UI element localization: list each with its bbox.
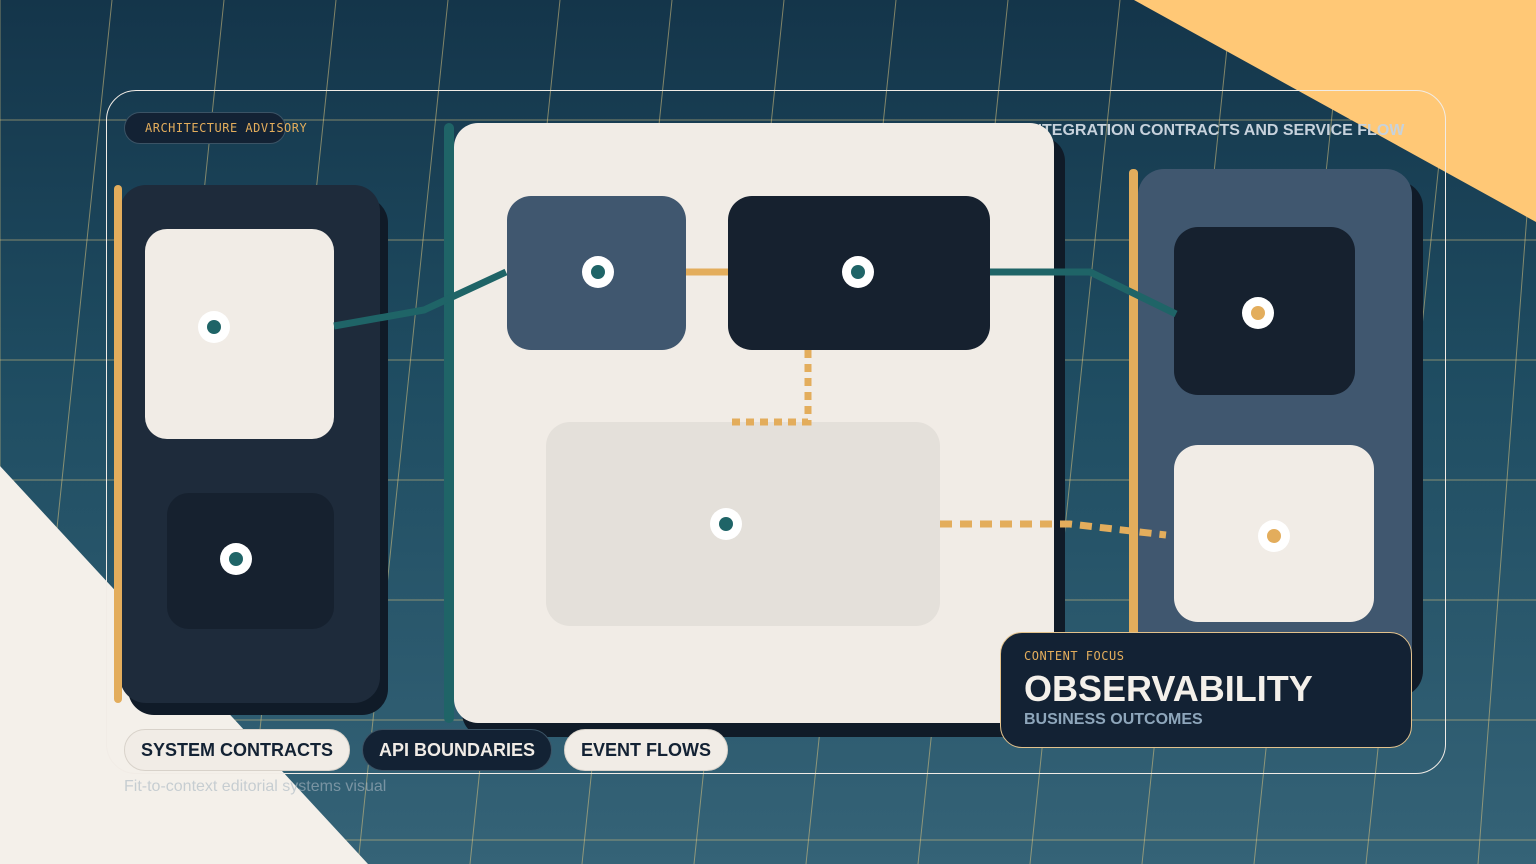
downstream-service-port-icon[interactable] bbox=[1242, 297, 1274, 329]
gateway-port-icon[interactable] bbox=[582, 256, 614, 288]
chip-api-boundaries[interactable]: API BOUNDARIES bbox=[362, 729, 552, 771]
connector-service-downstream bbox=[990, 268, 1178, 318]
headline: INTEGRATION CONTRACTS AND SERVICE FLOW bbox=[1026, 122, 1405, 139]
event-bus-port-icon[interactable] bbox=[710, 508, 742, 540]
client-port-icon[interactable] bbox=[198, 311, 230, 343]
connector-service-bus bbox=[732, 350, 812, 426]
client-store-port-icon[interactable] bbox=[220, 543, 252, 575]
connector-bus-consumer bbox=[940, 520, 1167, 539]
chip-event-flows[interactable]: EVENT FLOWS bbox=[564, 729, 728, 771]
service-port-icon[interactable] bbox=[842, 256, 874, 288]
corner-accent-top-right bbox=[1134, 0, 1536, 222]
client-node[interactable] bbox=[145, 229, 334, 439]
center-panel-accent-bar bbox=[444, 123, 454, 723]
downstream-consumer-port-icon[interactable] bbox=[1258, 520, 1290, 552]
event-bus-node[interactable] bbox=[546, 422, 940, 626]
left-panel-accent-bar bbox=[114, 185, 122, 703]
eyebrow-badge: ARCHITECTURE ADVISORY bbox=[124, 112, 307, 144]
callout-title: OBSERVABILITY bbox=[1024, 668, 1313, 709]
right-panel-accent-bar bbox=[1129, 169, 1138, 689]
focus-callout: CONTENT FOCUS OBSERVABILITY BUSINESS OUT… bbox=[1000, 632, 1412, 748]
callout-label: CONTENT FOCUS bbox=[1024, 649, 1125, 663]
callout-subtitle: BUSINESS OUTCOMES bbox=[1024, 711, 1203, 728]
outer-frame bbox=[106, 90, 1446, 774]
footnote: Fit-to-context editorial systems visual bbox=[124, 778, 387, 795]
chip-system-contracts[interactable]: SYSTEM CONTRACTS bbox=[124, 729, 350, 771]
connector-client-gateway bbox=[333, 268, 508, 330]
